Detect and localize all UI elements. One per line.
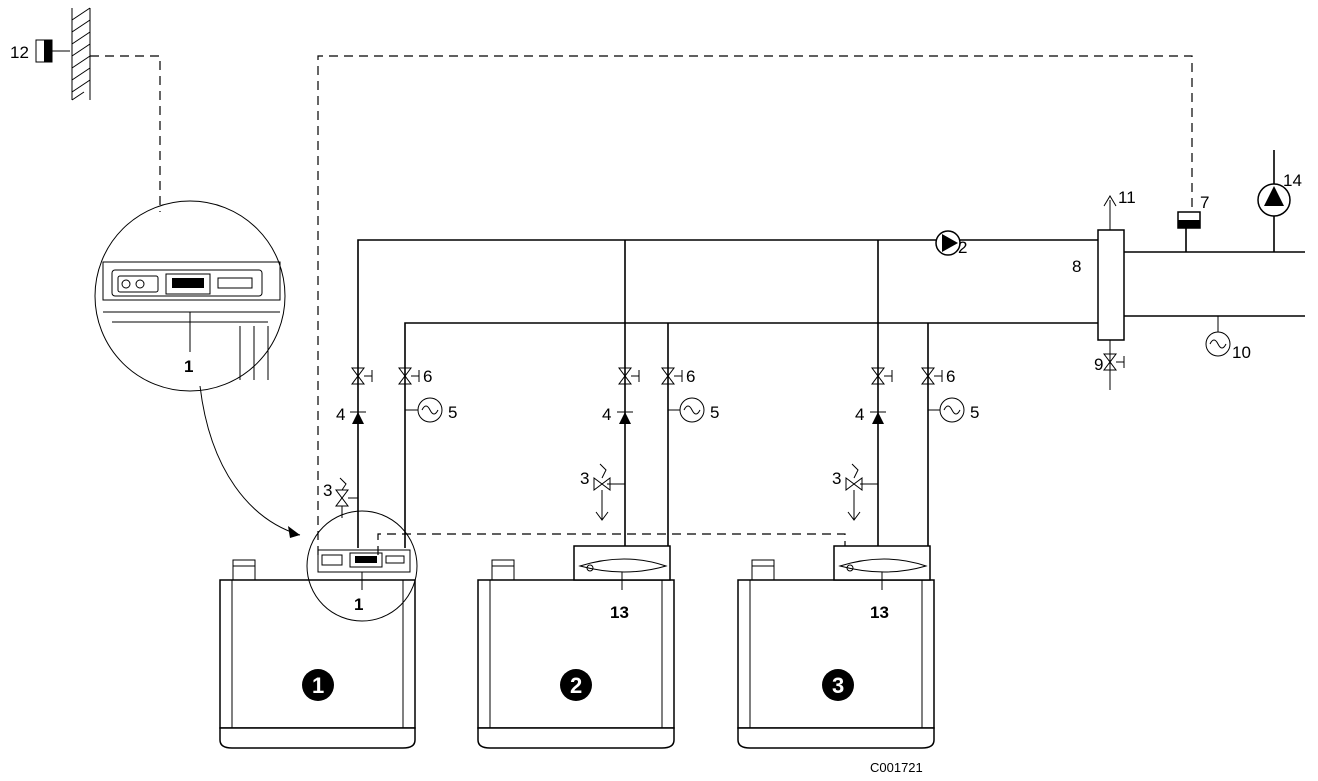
boiler-1-number: 1 xyxy=(312,673,324,698)
label-8: 8 xyxy=(1072,257,1081,276)
label-6-b3: 6 xyxy=(946,367,955,386)
header-icon xyxy=(1097,229,1125,341)
label-1-detail: 1 xyxy=(184,357,193,376)
label-5-b3: 5 xyxy=(970,403,979,422)
main-pipes xyxy=(357,150,1305,548)
label-3-b2: 3 xyxy=(580,469,589,488)
boiler-2-number: 2 xyxy=(570,673,582,698)
wall-hatch xyxy=(71,7,91,101)
label-1-panel: 1 xyxy=(354,595,363,614)
control-wiring xyxy=(90,55,1193,555)
label-9: 9 xyxy=(1094,355,1103,374)
label-6-b2: 6 xyxy=(686,367,695,386)
boiler-1 xyxy=(219,559,416,749)
main-pump-icon xyxy=(935,230,961,256)
label-4-b2: 4 xyxy=(602,405,611,424)
label-13-b3: 13 xyxy=(870,603,889,622)
outdoor-sensor xyxy=(35,39,70,63)
label-13-b2: 13 xyxy=(610,603,629,622)
label-12: 12 xyxy=(10,43,29,62)
label-4-b1: 4 xyxy=(336,405,345,424)
label-5-b1: 5 xyxy=(448,403,457,422)
boiler-1-panel xyxy=(306,510,418,622)
label-5-b2: 5 xyxy=(710,403,719,422)
drain-valve-icon xyxy=(1103,340,1125,390)
label-4-b3: 4 xyxy=(855,405,864,424)
boiler-3-number: 3 xyxy=(832,673,844,698)
label-10: 10 xyxy=(1232,343,1251,362)
label-14: 14 xyxy=(1283,171,1302,190)
air-vent-icon xyxy=(1103,195,1117,230)
boiler-3 xyxy=(737,545,935,749)
label-3-b1: 3 xyxy=(323,481,332,500)
flow-sensor-icon xyxy=(1177,211,1201,229)
boiler2-fittings xyxy=(593,367,705,521)
zoom-arrow-head xyxy=(288,526,300,538)
boiler3-fittings xyxy=(845,367,965,521)
label-2: 2 xyxy=(958,238,967,257)
label-7: 7 xyxy=(1200,193,1209,212)
boiler1-fittings xyxy=(335,367,443,518)
zoom-arrow xyxy=(199,385,301,536)
label-11: 11 xyxy=(1118,188,1136,207)
label-3-b3: 3 xyxy=(832,469,841,488)
panel-detail-zoom xyxy=(94,200,286,392)
drawing-code: C001721 xyxy=(870,760,923,775)
circuit-pump-icon xyxy=(1257,183,1291,217)
label-6-b1: 6 xyxy=(423,367,432,386)
expansion-vessel-icon xyxy=(1205,316,1231,357)
boiler-2 xyxy=(477,545,675,749)
